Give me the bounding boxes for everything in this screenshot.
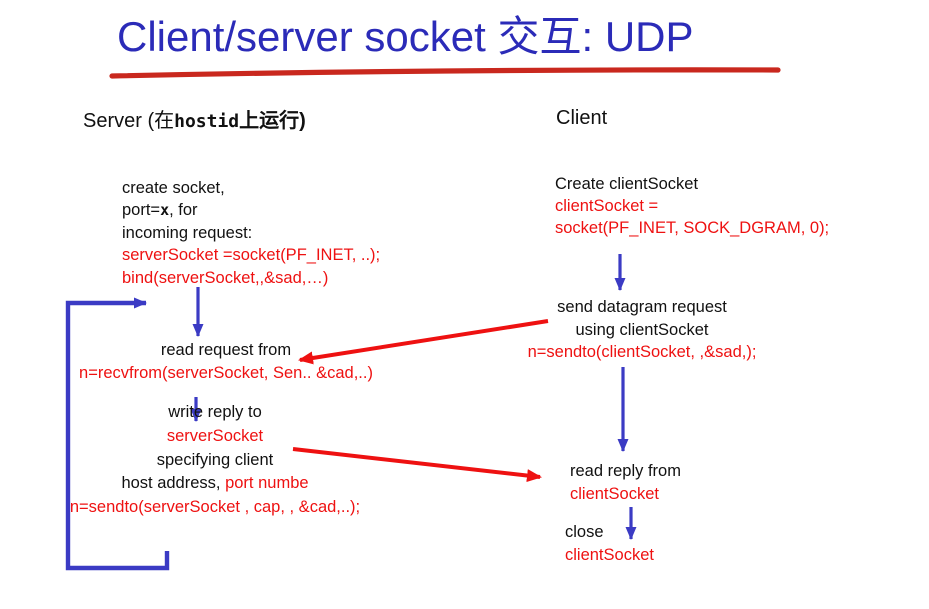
code-line: clientSocket xyxy=(570,485,659,503)
server-write-reply-block: write reply to serverSocket specifying c… xyxy=(15,401,415,520)
server-read-request-block: read request from n=recvfrom(serverSocke… xyxy=(26,339,426,385)
text-line: incoming request: xyxy=(122,223,253,242)
code-line: serverSocket xyxy=(166,426,264,445)
text-line: Create clientSocket xyxy=(555,175,699,193)
code-line: n=sendto(serverSocket , cap, , &cad,..); xyxy=(69,498,361,517)
text-fragment: host address, xyxy=(121,474,226,493)
text-line: send datagram request xyxy=(557,298,727,316)
server-create-socket-block: create socket, port=x, for incoming requ… xyxy=(122,177,380,289)
client-column-header: Client xyxy=(556,107,608,129)
title-text-suffix: : UDP xyxy=(581,13,694,60)
server-header-hostid: hostid xyxy=(174,111,240,132)
client-close-block: close clientSocket xyxy=(565,521,654,566)
code-line: socket(PF_INET, SOCK_DGRAM, 0); xyxy=(555,218,830,237)
code-line: n=recvfrom(serverSocket, Sen.. &cad,..) xyxy=(79,364,373,382)
text-line: create socket, xyxy=(122,179,225,197)
code-line: n=sendto(clientSocket, ,&sad,); xyxy=(527,343,757,361)
text-fragment: , for xyxy=(169,201,198,220)
text-line: close xyxy=(565,523,604,541)
text-line: read reply from xyxy=(570,462,681,480)
request-datagram-arrow xyxy=(298,319,549,365)
server-header-suffix: 上运行) xyxy=(239,110,306,132)
reply-datagram-arrow xyxy=(292,447,542,482)
title-text-en: Client/server socket xyxy=(117,13,498,60)
title-underline xyxy=(109,67,781,79)
text-line: write reply to xyxy=(168,403,262,421)
server-header-prefix: Server (在 xyxy=(83,110,175,132)
page-title: Client/server socket 交互: UDP xyxy=(117,12,694,61)
text-line: using clientSocket xyxy=(575,320,709,339)
client-read-reply-block: read reply from clientSocket xyxy=(570,460,681,506)
code-fragment: port numbe xyxy=(225,474,309,493)
code-line: clientSocket = xyxy=(555,196,659,215)
text-line: host address, port numbe xyxy=(15,472,415,496)
code-line: bind(serverSocket,,&sad,…) xyxy=(122,268,329,287)
client-create-socket-block: Create clientSocket clientSocket = socke… xyxy=(555,174,829,239)
text-fragment: port= xyxy=(122,201,161,220)
title-text-cn: 交互 xyxy=(497,12,582,61)
text-line: port=x, for xyxy=(122,199,380,221)
server-column-header: Server (在hostid上运行) xyxy=(83,104,306,133)
code-line: clientSocket xyxy=(565,545,654,564)
text-line: read request from xyxy=(160,341,292,359)
code-line: serverSocket =socket(PF_INET, ..); xyxy=(122,246,381,265)
text-line: specifying client xyxy=(156,450,274,469)
port-x-variable: x xyxy=(160,201,170,220)
server-loop-arrow xyxy=(65,297,170,571)
client-send-datagram-block: send datagram request using clientSocket… xyxy=(492,296,792,364)
